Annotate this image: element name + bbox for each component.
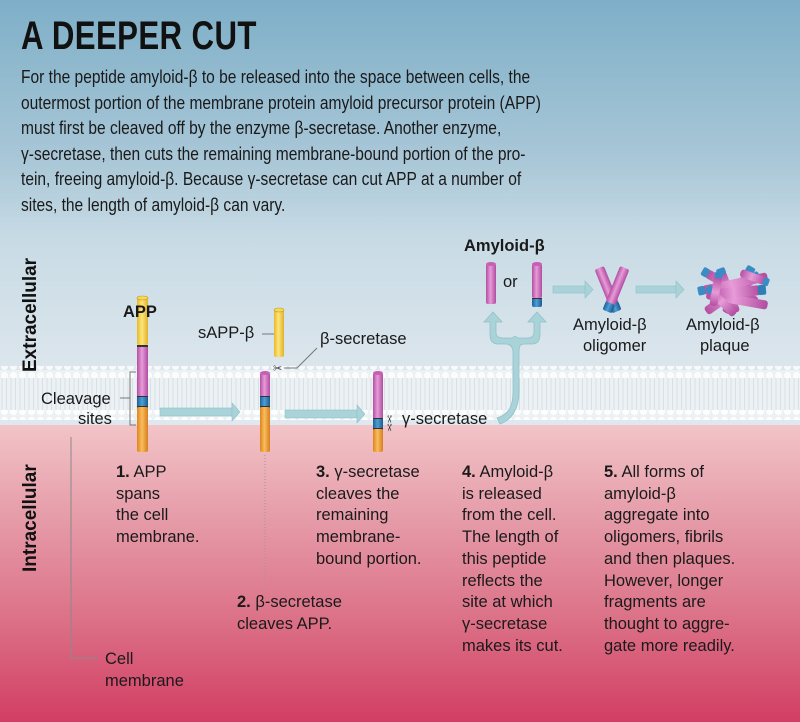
step-number: 5. (604, 463, 618, 481)
step-text: site at which (462, 593, 553, 612)
step-number: 4. (462, 463, 476, 481)
plaque-label-line1: Amyloid-β (686, 316, 760, 334)
oligomer-label-line2: oligomer (583, 337, 647, 355)
amyloid-beta-plaque (697, 265, 770, 317)
intro-line: γ-secretase, then cuts the remaining mem… (21, 142, 526, 164)
step-text: and then plaques. (604, 549, 736, 568)
membrane-bound-app (260, 371, 270, 452)
step-text: membrane- (316, 528, 401, 547)
step-text: However, longer (604, 571, 724, 590)
cell-membrane-leader-line (70, 437, 98, 659)
scissors-icon: ✂✂ (383, 415, 394, 432)
step-text: thought to aggre- (604, 614, 730, 633)
step-2: 2. β-secretase cleaves APP. (237, 592, 342, 635)
step-text: APP (129, 463, 167, 481)
step-text: makes its cut. (462, 636, 563, 655)
step-number: 1. (116, 463, 130, 481)
arrow-to-oligomer (552, 280, 594, 299)
intro-line: outermost portion of the membrane protei… (21, 91, 541, 113)
step-text: this peptide (462, 549, 547, 568)
intro-paragraph: For the peptide amyloid-β to be released… (21, 64, 777, 217)
intro-line: tein, freeing amyloid-β. Because γ-secre… (21, 168, 522, 189)
step-3: 3. γ-secretase cleaves the remaining mem… (316, 462, 422, 571)
step-text: fragments are (604, 593, 706, 612)
cell-membrane-label-line2: membrane (105, 672, 184, 690)
gamma-cleaved-app (373, 371, 383, 452)
step-text: is released (462, 484, 542, 503)
oligomer-label-line1: Amyloid-β (573, 316, 647, 334)
step-text: gate more readily. (604, 636, 735, 655)
cell-membrane-label-line1: Cell (105, 650, 134, 668)
scissors-icon: ✂ (273, 362, 282, 375)
plaque-label-line2: plaque (700, 337, 750, 355)
step-number: 2. (237, 593, 251, 611)
step-1: 1. APP spans the cell membrane. (116, 462, 199, 549)
gamma-secretase-label: γ-secretase (402, 410, 488, 428)
step-text: amyloid-β (604, 484, 676, 503)
cleavage-label-line1: Cleavage (41, 390, 111, 408)
cell-membrane-bilayer (0, 366, 800, 420)
arrow-step1-to-2 (159, 402, 241, 422)
step-text: aggregate into (604, 506, 710, 525)
step-text: the cell (116, 506, 169, 525)
beta-secretase-label: β-secretase (320, 330, 407, 348)
step-text: reflects the (462, 571, 543, 590)
cleavage-sites-bracket (129, 371, 136, 426)
sapp-beta-label: sAPP-β (198, 324, 255, 342)
amyloid-beta-heading: Amyloid-β (464, 237, 545, 255)
step-text: cleaves APP. (237, 614, 333, 633)
step-text: membrane. (116, 528, 200, 547)
step-5: 5. All forms of amyloid-β aggregate into… (604, 462, 735, 657)
app-label: APP (123, 303, 157, 321)
amyloid-beta-oligomer (595, 266, 629, 313)
step-4: 4. Amyloid-β is released from the cell. … (462, 462, 563, 657)
step-text: γ-secretase (329, 463, 420, 481)
intro-line: must first be cleaved off by the enzyme … (21, 117, 502, 138)
or-label: or (503, 273, 518, 291)
step-text: remaining (316, 506, 389, 525)
figure-title: A DEEPER CUT (21, 14, 257, 58)
step-text: β-secretase (250, 593, 342, 611)
step-number: 3. (316, 463, 330, 481)
step-text: from the cell. (462, 506, 557, 525)
release-branch-arrow (483, 311, 547, 425)
beta-secretase-leader (284, 347, 318, 369)
step-text: bound portion. (316, 549, 422, 568)
sapp-beta-fragment (273, 307, 285, 357)
step-text: oligomers, fibrils (604, 528, 724, 547)
cleavage-label-line2: sites (78, 410, 112, 428)
amyloid-beta-short (486, 262, 496, 304)
step-text: cleaves the (316, 484, 400, 503)
app-protein (136, 295, 149, 452)
step-text: All forms of (617, 463, 704, 481)
intracellular-region (0, 425, 800, 722)
arrow-step2-to-3 (284, 404, 366, 424)
arrow-to-plaque (635, 280, 685, 299)
step-text: Amyloid-β (475, 463, 554, 481)
step-text: The length of (462, 528, 559, 547)
intro-line: sites, the length of amyloid-β can vary. (21, 193, 286, 215)
step-text: γ-secretase (462, 614, 548, 633)
amyloid-beta-long (532, 262, 542, 307)
step-text: spans (116, 484, 161, 503)
intro-line: For the peptide amyloid-β to be released… (21, 66, 531, 87)
